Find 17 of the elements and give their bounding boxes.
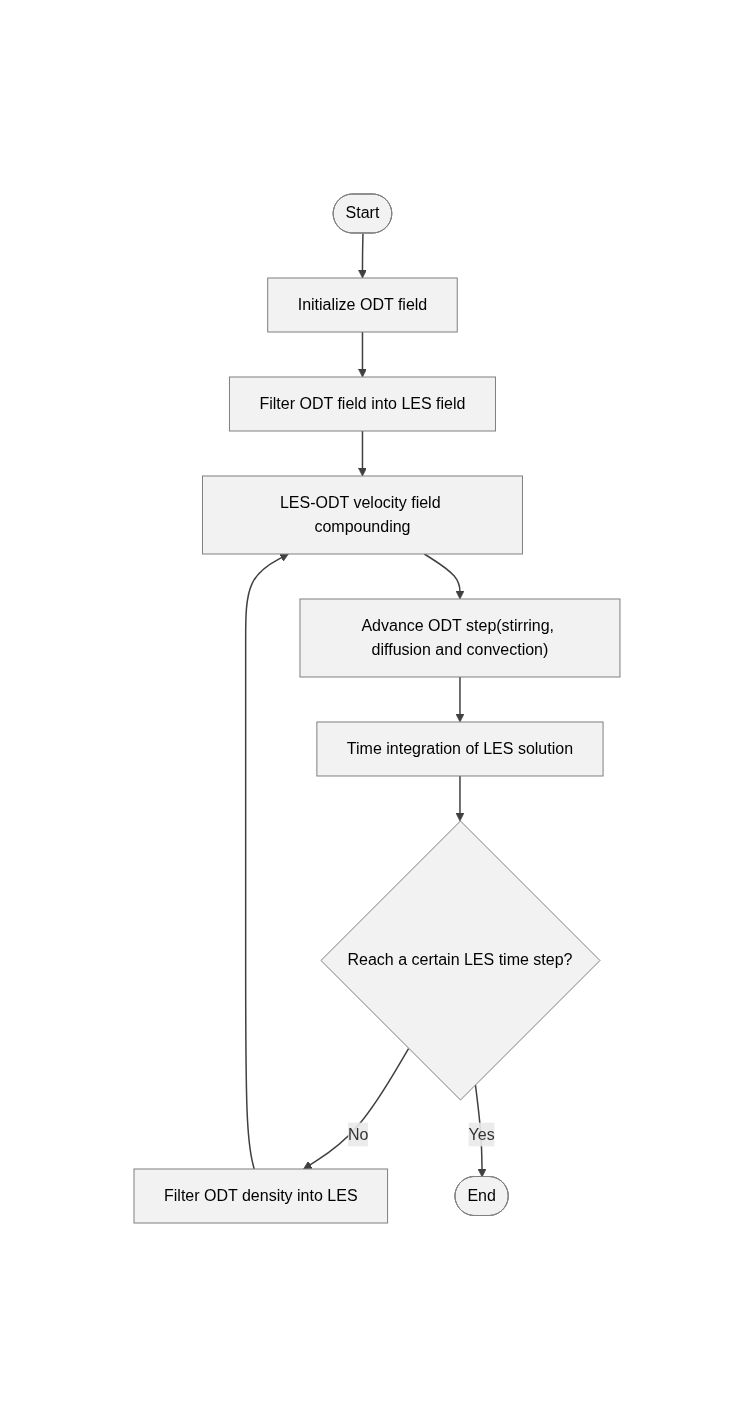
arrow: [303, 1047, 410, 1169]
arrow: [423, 552, 465, 599]
node-box: Filter ODT density into LES: [133, 1168, 389, 1223]
arrow: [358, 330, 367, 377]
arrow: [455, 675, 465, 722]
arrow: [455, 774, 465, 821]
node-box: Initialize ODT field: [267, 277, 458, 332]
edge-label: Yes: [468, 1125, 495, 1142]
edge-label: No: [348, 1125, 369, 1142]
arrow: [358, 232, 367, 278]
node-box: Time integration of LES solution: [316, 721, 604, 776]
node-box: Advance ODT step(stirring, diffusion and convection): [299, 598, 621, 677]
arrow: [244, 553, 289, 1170]
node-box: LES-ODT velocity field compounding: [202, 475, 523, 554]
arrow: [358, 429, 367, 476]
node-diamond: Reach a certain LES time step?: [320, 820, 601, 1100]
node-box: Filter ODT field into LES field: [229, 376, 496, 431]
